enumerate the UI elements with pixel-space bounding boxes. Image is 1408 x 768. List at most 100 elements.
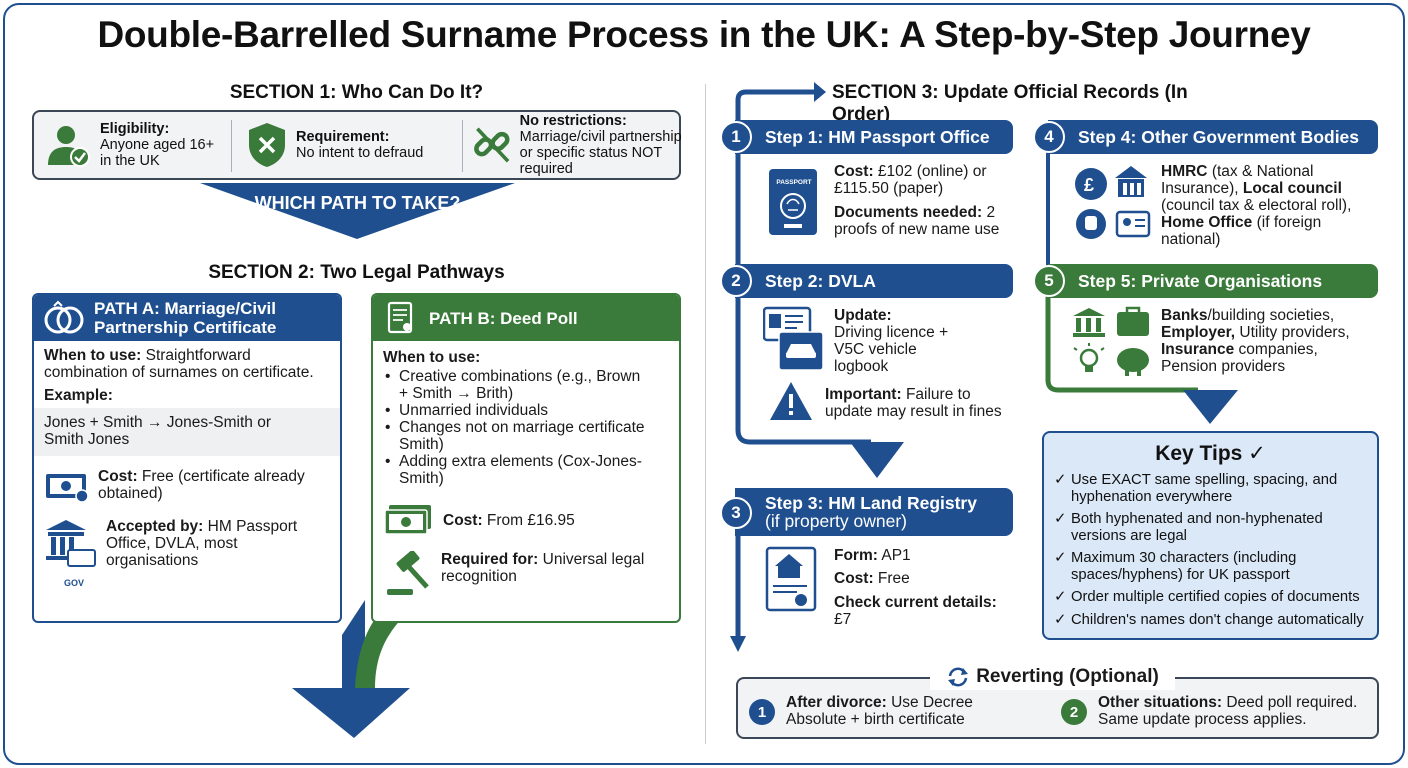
- revert-item1-label: After divorce:: [786, 694, 887, 711]
- step2-update-label: Update:: [834, 307, 892, 324]
- step3-cost-label: Cost:: [834, 570, 874, 587]
- key-tips-list: Use EXACT same spelling, spacing, and hy…: [1044, 466, 1377, 628]
- private-organisations-icon: [1073, 306, 1149, 376]
- revert-item2-text: Deed poll required. Same update process …: [1098, 694, 1358, 728]
- step1-title: Step 1: HM Passport Office: [765, 126, 990, 147]
- warning-icon: [770, 382, 812, 420]
- step2-update-text: Driving licence + V5C vehicle logbook: [834, 324, 949, 375]
- page-title: Double-Barrelled Surname Process in the …: [97, 14, 1311, 55]
- step3-check-label: Check current details:: [834, 594, 997, 611]
- insurance-text: companies,: [1238, 341, 1318, 358]
- step3-form-label: Form:: [834, 547, 878, 564]
- step2-important-text: Failure to update may result in fines: [825, 386, 1002, 420]
- path-b-card: PATH B: Deed Poll When to use: Creative …: [371, 293, 681, 623]
- home-office-label: Home Office: [1161, 214, 1253, 231]
- list-item: Use EXACT same spelling, spacing, and hy…: [1054, 472, 1377, 505]
- revert-number-2: 2: [1061, 699, 1087, 725]
- path-a-accepted-text: HM Passport Office, DVLA, most organisat…: [106, 518, 298, 569]
- no-restrictions-text: Marriage/civil partnership or specific s…: [519, 129, 682, 177]
- eligibility-panel: Eligibility: Anyone aged 16+ in the UK R…: [32, 110, 682, 180]
- requirement-label: Requirement:: [296, 129, 390, 145]
- path-a-title: PATH A: Marriage/Civil Partnership Certi…: [94, 299, 277, 337]
- path-b-required-label: Required for:: [441, 551, 539, 568]
- revert-number-1: 1: [749, 699, 775, 725]
- gavel-icon: [387, 551, 429, 595]
- gov-badge: GOV: [64, 578, 85, 588]
- revert-item2-label: Other situations:: [1098, 694, 1223, 711]
- step2-title: Step 2: DVLA: [765, 270, 876, 291]
- step4-title: Step 4: Other Government Bodies: [1078, 126, 1360, 147]
- path-b-header: PATH B: Deed Poll: [373, 295, 679, 341]
- path-a-card: PATH A: Marriage/Civil Partnership Certi…: [32, 293, 342, 623]
- path-a-cost-text: Free (certificate already obtained): [98, 468, 305, 502]
- pension-text: Pension providers: [1161, 358, 1286, 375]
- path-a-header: PATH A: Marriage/Civil Partnership Certi…: [34, 295, 340, 341]
- path-b-required-text: Universal legal recognition: [441, 551, 645, 585]
- revert-item1-text: Use Decree Absolute + birth certificate: [786, 694, 973, 728]
- path-b-cost-label: Cost:: [443, 511, 483, 529]
- step5-bar: Step 5: Private Organisations: [1048, 264, 1378, 298]
- eligibility-item: Eligibility: Anyone aged 16+ in the UK: [44, 112, 234, 178]
- step4-number: 4: [1033, 121, 1065, 153]
- step3-title: Step 3: HM Land Registry: [765, 493, 977, 513]
- passport-icon: [769, 169, 817, 235]
- list-item: Creative combinations (e.g., Brown + Smi…: [381, 368, 653, 402]
- step3-cost-text: Free: [877, 570, 910, 587]
- list-item: Both hyphenated and non-hyphenated versi…: [1054, 511, 1377, 544]
- list-item: Changes not on marriage certificate Smit…: [381, 419, 653, 453]
- path-b-when-label: When to use:: [383, 349, 481, 366]
- banks-label: Banks: [1161, 307, 1208, 324]
- section3-heading: SECTION 3: Update Official Records (In O…: [832, 82, 1188, 125]
- employer-label: Employer,: [1161, 324, 1236, 341]
- step2-important-label: Important:: [825, 386, 902, 403]
- eligibility-label: Eligibility:: [100, 121, 170, 137]
- insurance-label: Insurance: [1161, 341, 1235, 358]
- column-divider: [705, 84, 706, 744]
- path-b-bullets: Creative combinations (e.g., Brown + Smi…: [373, 366, 663, 487]
- refresh-icon: [948, 667, 969, 687]
- home-office-text: (if foreign national): [1161, 214, 1322, 248]
- government-bodies-icon: £: [1075, 166, 1151, 239]
- step1-bar: Step 1: HM Passport Office: [735, 120, 1013, 154]
- path-a-cost-label: Cost:: [98, 468, 138, 485]
- panel-separator: [462, 120, 463, 172]
- no-restrictions-label: No restrictions:: [519, 113, 627, 129]
- step2-number: 2: [720, 265, 752, 297]
- list-item: Order multiple certified copies of docum…: [1054, 589, 1377, 606]
- step5-number: 5: [1033, 265, 1065, 297]
- path-a-example-text: Jones + Smith → Jones-Smith or Smith Jon…: [44, 414, 271, 448]
- banknote-icon: [384, 505, 431, 535]
- path-a-example-label: Example:: [44, 387, 113, 404]
- flow-lines: [730, 82, 1238, 652]
- banks-text: /building societies,: [1207, 307, 1335, 324]
- step4-bar: Step 4: Other Government Bodies: [1048, 120, 1378, 154]
- rings-icon: [44, 300, 84, 334]
- path-a-example-box: Jones + Smith → Jones-Smith or Smith Jon…: [34, 408, 340, 456]
- step3-check-text: £7: [834, 611, 852, 628]
- path-b-cost-text: From £16.95: [486, 511, 575, 529]
- step1-docs-text: 2 proofs of new name use: [834, 204, 1000, 238]
- land-registry-document-icon: [765, 546, 817, 612]
- local-council-label: Local council: [1242, 180, 1342, 197]
- step3-bar: Step 3: HM Land Registry (if property ow…: [735, 488, 1013, 536]
- key-tips-title: Key Tips ✓: [1155, 442, 1266, 465]
- path-b-title: PATH B: Deed Poll: [429, 308, 578, 328]
- hmrc-label: HMRC: [1161, 163, 1208, 180]
- scroll-document-icon: [387, 301, 413, 334]
- requirement-text: No intent to defraud: [296, 145, 424, 161]
- step1-cost-text: £102 (online) or £115.50 (paper): [834, 163, 987, 197]
- step2-bar: Step 2: DVLA: [735, 264, 1013, 298]
- money-certificate-icon: [46, 474, 89, 503]
- list-item: Adding extra elements (Cox-Jones-Smith): [381, 453, 653, 487]
- step5-title: Step 5: Private Organisations: [1078, 270, 1323, 291]
- passport-label: PASSPORT: [776, 179, 812, 186]
- government-building-icon: [46, 520, 96, 567]
- section2-heading: SECTION 2: Two Legal Pathways: [208, 262, 505, 283]
- which-path-label: WHICH PATH TO TAKE?: [254, 193, 461, 213]
- no-restrictions-item: No restrictions: Marriage/civil partners…: [472, 112, 682, 178]
- eligibility-text: Anyone aged 16+ in the UK: [100, 137, 215, 169]
- list-item: Maximum 30 characters (including spaces/…: [1054, 550, 1377, 583]
- step1-docs-label: Documents needed:: [834, 204, 983, 221]
- step3-form-text: AP1: [881, 547, 911, 564]
- path-a-accepted-label: Accepted by:: [106, 518, 204, 535]
